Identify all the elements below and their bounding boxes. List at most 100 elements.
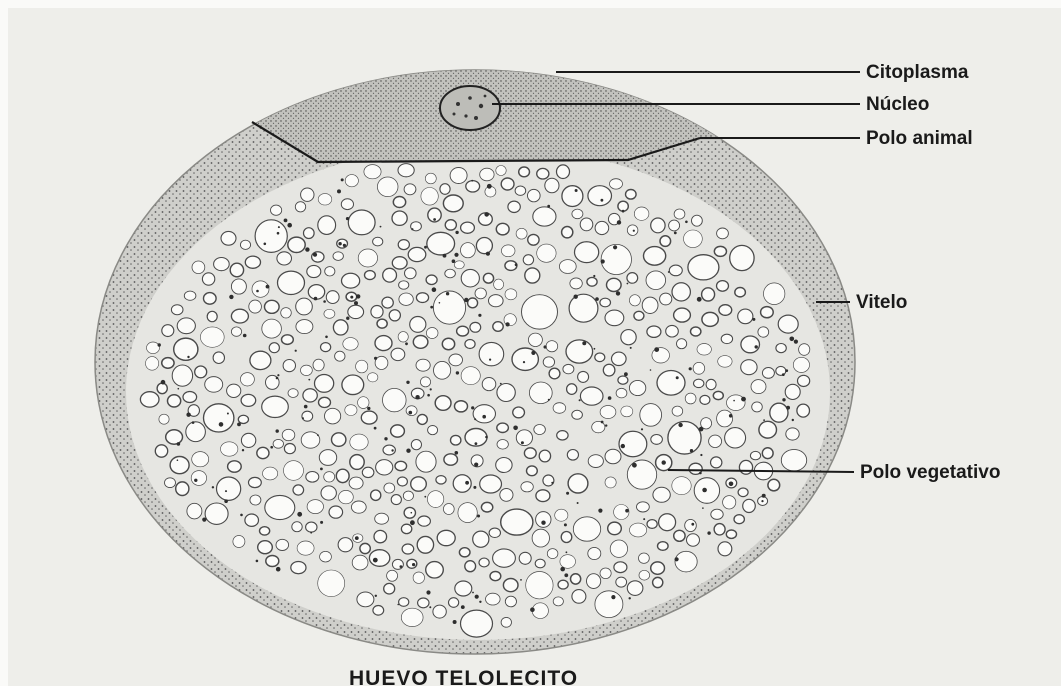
- yolk-granule: [527, 466, 538, 476]
- yolk-granule: [382, 297, 393, 308]
- yolk-granule: [674, 308, 691, 322]
- yolk-speck: [741, 397, 746, 402]
- yolk-granule: [348, 210, 375, 235]
- yolk-granule: [445, 220, 456, 230]
- yolk-granule: [408, 247, 426, 261]
- yolk-granule: [480, 168, 494, 181]
- yolk-granule: [741, 360, 757, 375]
- yolk-granule: [567, 384, 577, 395]
- yolk-granule: [647, 326, 661, 337]
- yolk-granule: [191, 471, 206, 486]
- yolk-granule: [735, 288, 746, 297]
- yolk-granule: [608, 522, 622, 535]
- yolk-granule: [449, 598, 459, 608]
- yolk-granule: [399, 598, 409, 607]
- yolk-granule: [230, 263, 243, 277]
- yolk-granule: [525, 268, 540, 283]
- citoplasma-region: [60, 60, 1000, 162]
- yolk-granule: [284, 461, 304, 481]
- yolk-granule: [146, 357, 159, 371]
- yolk-granule: [321, 343, 331, 352]
- yolk-granule: [797, 404, 810, 417]
- yolk-speck: [506, 322, 510, 326]
- yolk-speck: [341, 178, 344, 181]
- yolk-granule: [694, 478, 719, 504]
- yolk-speck: [541, 521, 545, 525]
- yolk-granule: [653, 577, 663, 587]
- yolk-granule: [536, 490, 550, 502]
- yolk-speck: [662, 460, 666, 464]
- yolk-granule: [411, 477, 427, 491]
- yolk-granule: [758, 327, 769, 337]
- yolk-speck: [374, 357, 377, 360]
- yolk-granule: [336, 469, 349, 482]
- yolk-granule: [172, 365, 192, 386]
- yolk-granule: [427, 491, 443, 508]
- yolk-granule: [398, 164, 414, 177]
- yolk-granule: [600, 568, 611, 579]
- yolk-granule: [639, 553, 650, 563]
- yolk-granule: [345, 405, 357, 416]
- yolk-granule: [377, 177, 398, 197]
- yolk-speck: [187, 356, 189, 358]
- yolk-granule: [369, 550, 389, 567]
- yolk-speck: [276, 377, 279, 380]
- yolk-granule: [455, 401, 468, 412]
- yolk-granule: [627, 460, 656, 489]
- label-polo-vegetativo: Polo vegetativo: [860, 463, 1000, 482]
- yolk-granule: [444, 454, 458, 465]
- yolk-granule: [587, 574, 601, 589]
- yolk-granule: [494, 279, 504, 290]
- yolk-granule: [356, 360, 368, 373]
- yolk-granule: [245, 514, 259, 526]
- yolk-granule: [273, 439, 283, 448]
- yolk-granule: [497, 423, 509, 432]
- yolk-granule: [437, 530, 455, 545]
- yolk-speck: [284, 219, 288, 223]
- yolk-granule: [371, 490, 381, 500]
- yolk-granule: [738, 309, 753, 324]
- yolk-granule: [479, 342, 504, 365]
- yolk-granule: [618, 376, 628, 384]
- yolk-granule: [778, 315, 798, 333]
- yolk-speck: [277, 232, 280, 235]
- yolk-speck: [461, 605, 465, 609]
- yolk-granule: [307, 500, 323, 514]
- yolk-speck: [455, 231, 458, 234]
- yolk-granule: [687, 534, 700, 546]
- yolk-granule: [416, 451, 436, 472]
- yolk-speck: [547, 205, 550, 208]
- yolk-granule: [416, 293, 428, 303]
- label-vitelo: Vitelo: [856, 293, 907, 312]
- yolk-granule: [282, 429, 295, 440]
- yolk-granule: [799, 344, 810, 356]
- yolk-granule: [482, 378, 496, 391]
- yolk-speck: [678, 423, 682, 427]
- yolk-granule: [240, 373, 254, 386]
- yolk-granule: [227, 384, 241, 397]
- yolk-granule: [657, 371, 685, 396]
- yolk-granule: [263, 467, 278, 480]
- yolk-granule: [798, 375, 810, 386]
- yolk-speck: [310, 532, 312, 534]
- yolk-granule: [793, 357, 809, 372]
- yolk-speck: [276, 567, 281, 572]
- yolk-granule: [315, 375, 334, 393]
- yolk-granule: [295, 202, 305, 212]
- yolk-granule: [303, 389, 317, 402]
- yolk-speck: [443, 254, 447, 258]
- yolk-speck: [763, 419, 765, 421]
- yolk-granule: [383, 268, 397, 282]
- yolk-granule: [360, 543, 370, 553]
- yolk-speck: [478, 314, 481, 317]
- yolk-granule: [387, 570, 398, 581]
- yolk-speck: [654, 347, 659, 352]
- yolk-speck: [484, 212, 489, 217]
- yolk-speck: [482, 415, 486, 419]
- yolk-granule: [306, 522, 317, 532]
- yolk-speck: [227, 413, 229, 415]
- yolk-speck: [472, 592, 474, 594]
- yolk-granule: [605, 449, 621, 464]
- yolk-granule: [496, 458, 512, 473]
- yolk-granule: [481, 502, 492, 512]
